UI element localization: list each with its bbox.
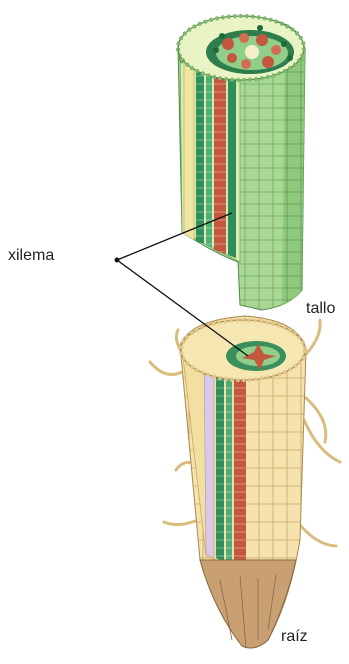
root-illustration	[150, 316, 340, 648]
raiz-label: raíz	[281, 629, 308, 645]
stem-xylem-green-3	[228, 60, 236, 258]
tallo-label: tallo	[306, 301, 335, 317]
stem-illustration	[178, 16, 305, 310]
xilema-label: xilema	[8, 248, 54, 264]
root-phloem-strip	[204, 354, 214, 558]
stem-shadow	[282, 40, 305, 305]
stem-phloem-strip	[184, 50, 194, 240]
